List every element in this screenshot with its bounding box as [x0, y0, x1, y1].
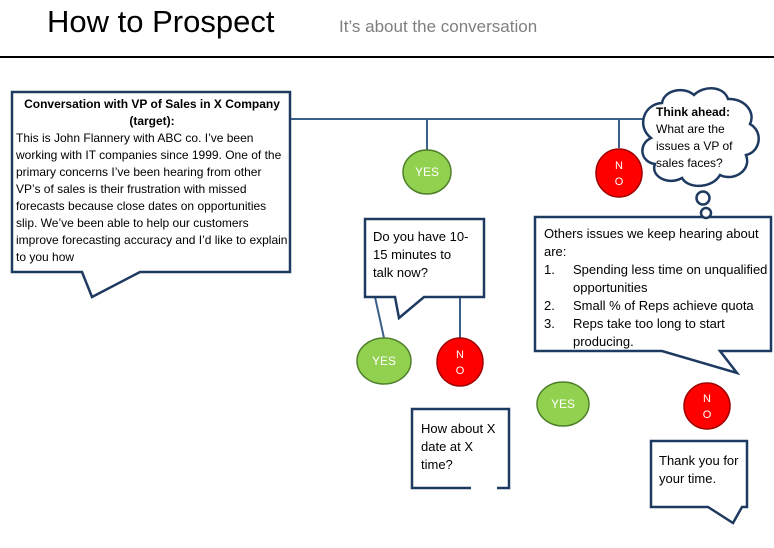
yes-label-top: YES	[414, 165, 439, 179]
reschedule-question: How about X date at X time?	[421, 421, 496, 472]
issue-item: 2.Small % of Reps achieve quota	[544, 298, 754, 313]
no-label-right-n: N	[703, 393, 711, 405]
other-issues-list: 1.Spending less time on unqualified oppo…	[544, 261, 770, 351]
no-label-top-o: O	[614, 176, 624, 188]
time-question: Do you have 10-15 minutes to talk now?	[373, 229, 469, 280]
closing-message: Thank you for your time.	[659, 453, 739, 486]
think-ahead-note: Think ahead: What are the issues a VP of…	[656, 104, 742, 172]
think-ahead-body: What are the issues a VP of sales faces?	[656, 122, 733, 170]
no-label-left-n: N	[456, 349, 464, 361]
yes-label-left: YES	[371, 354, 396, 368]
decision-yes-left	[356, 337, 412, 385]
connector-lines	[290, 118, 655, 339]
callout-time-question	[363, 217, 486, 321]
yes-label-right: YES	[550, 397, 575, 411]
opening-pitch: Conversation with VP of Sales in X Compa…	[16, 96, 288, 266]
page-subtitle: It’s about the conversation	[339, 17, 538, 36]
thought-cloud	[641, 87, 760, 220]
callout-other-issues	[533, 215, 773, 376]
think-ahead-heading: Think ahead:	[656, 105, 731, 119]
callout-closing	[649, 439, 749, 525]
decision-no-top	[595, 148, 643, 198]
decision-no-right	[683, 382, 731, 430]
other-issues-intro: Others issues we keep hearing about are:	[544, 226, 759, 259]
issue-item: 3.Reps take too long to start producing.	[544, 316, 725, 349]
other-issues: Others issues we keep hearing about are:…	[544, 225, 770, 351]
no-label-right-o: O	[702, 409, 712, 421]
thought-bubble-1	[695, 190, 711, 206]
callout-opening	[10, 90, 292, 299]
decision-no-left	[436, 337, 484, 387]
no-label-left-o: O	[455, 365, 465, 377]
decision-yes-right	[536, 381, 590, 427]
connector-to-yes-left	[374, 296, 385, 339]
page-title: How to Prospect	[47, 4, 275, 39]
decision-yes-top	[402, 149, 452, 195]
opening-heading: Conversation with VP of Sales in X Compa…	[24, 97, 280, 128]
thought-bubble-2	[699, 206, 713, 220]
no-label-top-n: N	[615, 160, 623, 172]
title-divider	[0, 56, 774, 58]
opening-body: This is John Flannery with ABC co. I’ve …	[16, 131, 288, 264]
issue-item: 1.Spending less time on unqualified oppo…	[544, 262, 768, 295]
